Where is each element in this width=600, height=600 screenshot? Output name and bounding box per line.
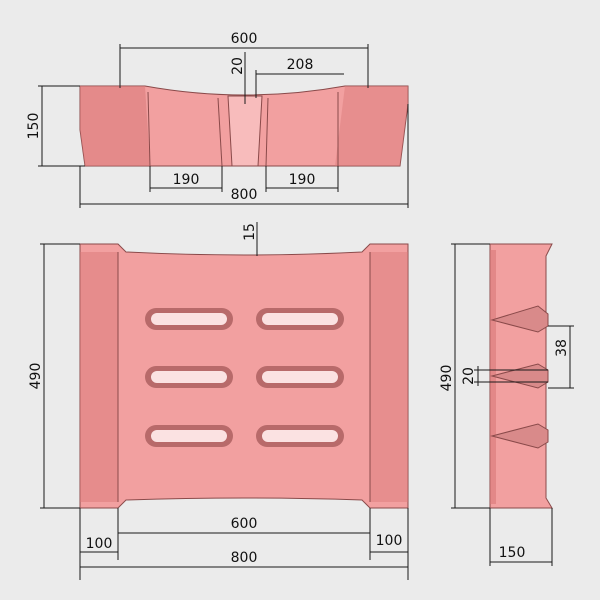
front-view-slots bbox=[145, 308, 344, 447]
dim-top-width: 600 bbox=[119, 31, 369, 88]
slot-inner bbox=[262, 430, 338, 442]
top-view-right-shade bbox=[335, 86, 408, 166]
dim-center-gap: 208 bbox=[255, 57, 344, 98]
dim-top-overall-label: 800 bbox=[231, 187, 258, 203]
front-view-left-flange bbox=[80, 252, 118, 502]
dim-top-dip-label: 15 bbox=[242, 223, 258, 241]
dim-dip: 20 bbox=[230, 52, 246, 104]
slot-inner bbox=[262, 371, 338, 383]
slot-inner bbox=[151, 313, 227, 325]
dim-side-height-label: 490 bbox=[439, 365, 455, 392]
dim-rib-gap: 20 bbox=[461, 366, 548, 386]
top-view-center-rib bbox=[227, 95, 263, 167]
front-view-body bbox=[79, 243, 409, 509]
dim-top-dip: 15 bbox=[242, 222, 258, 256]
dim-front-height-label: 490 bbox=[28, 363, 44, 390]
dim-center-gap-label: 208 bbox=[287, 57, 314, 73]
dim-right-flange-label: 100 bbox=[376, 533, 403, 549]
dim-left-pocket-label: 190 bbox=[173, 172, 200, 188]
dim-inner-width-label: 600 bbox=[231, 516, 258, 532]
top-view-left-shade bbox=[80, 86, 150, 166]
dim-top-width-label: 600 bbox=[231, 31, 258, 47]
dim-rib: 38 bbox=[548, 325, 574, 389]
slot-inner bbox=[151, 371, 227, 383]
dim-side-thickness-label: 150 bbox=[499, 545, 526, 561]
dim-top-height-label: 150 bbox=[26, 113, 42, 140]
dim-pockets: 190 190 bbox=[149, 166, 339, 192]
dim-side-height: 490 bbox=[439, 243, 490, 509]
dim-dip-label: 20 bbox=[230, 57, 246, 75]
dim-right-pocket-label: 190 bbox=[289, 172, 316, 188]
slot-inner bbox=[151, 430, 227, 442]
side-view-rib bbox=[490, 423, 549, 449]
dim-flanges: 100 100 bbox=[80, 533, 408, 553]
front-view-right-flange bbox=[370, 252, 408, 502]
dim-front-overall-label: 800 bbox=[231, 550, 258, 566]
dim-side-thickness: 150 bbox=[489, 508, 553, 566]
dim-left-flange-label: 100 bbox=[86, 536, 113, 552]
front-view: 15 490 600 100 100 800 bbox=[28, 222, 409, 580]
slot-inner bbox=[262, 313, 338, 325]
dim-top-overall: 800 bbox=[79, 104, 409, 208]
top-view: 600 20 208 150 190 190 bbox=[26, 31, 409, 208]
top-view-pocket-edge-3 bbox=[265, 97, 269, 167]
dim-top-height: 150 bbox=[26, 85, 85, 167]
dim-rib-label: 38 bbox=[554, 339, 570, 357]
dim-rib-gap-label: 20 bbox=[461, 367, 477, 385]
dim-front-overall: 800 bbox=[79, 508, 409, 580]
dim-front-height: 490 bbox=[28, 243, 80, 509]
top-view-pocket-edge-1 bbox=[147, 91, 151, 167]
side-view-left-shade bbox=[490, 250, 496, 504]
dim-inner-width: 600 bbox=[117, 508, 371, 560]
side-view-rib bbox=[490, 305, 549, 333]
side-view: 490 38 20 150 bbox=[439, 243, 574, 566]
top-view-pocket-edge-2 bbox=[217, 97, 223, 167]
